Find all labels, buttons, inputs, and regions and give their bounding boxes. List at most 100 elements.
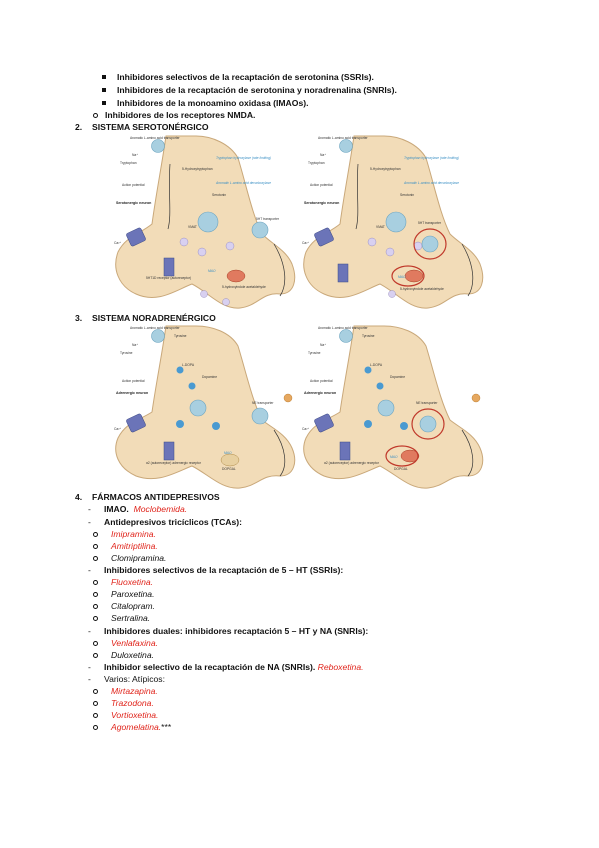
circle-bullet [93, 713, 98, 718]
svg-text:MAO: MAO [398, 275, 406, 279]
svg-text:Tryptophan hydroxylase (rate l: Tryptophan hydroxylase (rate limiting) [404, 156, 459, 160]
highlight-circle [411, 408, 445, 440]
svg-text:α2 (autoreceptor) adrenergic r: α2 (autoreceptor) adrenergic receptor [146, 461, 202, 465]
circle-bullet [93, 592, 98, 597]
drug-group: Varios: Atípicos: [104, 674, 165, 684]
svg-text:MAO: MAO [224, 451, 232, 455]
dash-bullet: - [88, 674, 91, 684]
list-item: Inhibidores de la monoamino oxidasa (IMA… [117, 98, 309, 108]
drug-name: Trazodona. [111, 698, 154, 708]
drug-item: Agomelatina.*** [111, 722, 171, 733]
circle-bullet [93, 701, 98, 706]
section-number: 3. [75, 313, 83, 323]
svg-text:Ca²⁺: Ca²⁺ [114, 241, 121, 245]
svg-text:Aromatic L-amino acid transpor: Aromatic L-amino acid transporter [318, 326, 369, 330]
drug-name: Clomipramina. [111, 553, 167, 563]
svg-text:Dopamine: Dopamine [202, 375, 217, 379]
svg-text:5HT transporter: 5HT transporter [418, 221, 442, 225]
dash-bullet: - [88, 662, 91, 672]
section-title: SISTEMA SEROTONÉRGICO [92, 122, 209, 132]
list-item: Inhibidores selectivos de la recaptación… [117, 72, 374, 82]
svg-text:Tryptophan: Tryptophan [120, 161, 137, 165]
highlight-circle [385, 445, 419, 467]
svg-text:L-DOPA: L-DOPA [182, 363, 195, 367]
svg-text:Aromatic L-amino acid transpor: Aromatic L-amino acid transporter [130, 136, 181, 140]
svg-text:Aromatic L-amino acid decarbox: Aromatic L-amino acid decarboxylase [403, 181, 459, 185]
svg-text:Na⁺: Na⁺ [132, 153, 138, 157]
svg-text:Aromatic L-amino acid transpor: Aromatic L-amino acid transporter [130, 326, 181, 330]
highlight-circle [391, 265, 425, 287]
section-number: 2. [75, 122, 83, 132]
svg-text:Adrenergic neuron: Adrenergic neuron [304, 391, 336, 395]
svg-text:α2 (autoreceptor) adrenergic r: α2 (autoreceptor) adrenergic receptor [324, 461, 380, 465]
svg-text:Na⁺: Na⁺ [320, 153, 326, 157]
drug-name: Duloxetina. [111, 650, 154, 660]
drug-name: Amitriptilina. [111, 541, 158, 551]
drug-name: Vortioxetina. [111, 710, 159, 720]
svg-text:Ca²⁺: Ca²⁺ [114, 427, 121, 431]
svg-text:5-Hydroxytryptophan: 5-Hydroxytryptophan [370, 167, 401, 171]
drug-name: Reboxetina. [317, 662, 364, 672]
svg-text:MAO: MAO [208, 269, 216, 273]
svg-text:DOPGAL: DOPGAL [394, 467, 408, 471]
svg-text:Tyrosine: Tyrosine [120, 351, 133, 355]
svg-text:NE transporter: NE transporter [252, 401, 274, 405]
circle-bullet [93, 556, 98, 561]
drug-name: Fluoxetina. [111, 577, 154, 587]
svg-text:Serotonin: Serotonin [400, 193, 414, 197]
drug-name: Moclobemida. [133, 504, 188, 514]
serotonin-diagram: Aromatic L-amino acid transporter Na⁺ Tr… [112, 134, 300, 314]
svg-text:VMAT: VMAT [376, 225, 385, 229]
dash-bullet: - [88, 626, 91, 636]
svg-text:5HT1D receptor (autoreceptor): 5HT1D receptor (autoreceptor) [146, 276, 191, 280]
drug-group: Inhibidores selectivos de la recaptación… [104, 565, 344, 575]
drug-name: Imipramina. [111, 529, 156, 539]
drug-name: Agomelatina. [111, 722, 162, 732]
drug-name: Mirtazapina. [111, 686, 158, 696]
circle-bullet [93, 532, 98, 537]
circle-bullet [93, 604, 98, 609]
transporter-icon [151, 139, 165, 153]
square-bullet [102, 75, 106, 79]
drug-group: IMAO. Moclobemida. [104, 504, 188, 514]
drug-name: Sertralina. [111, 613, 151, 623]
svg-text:Action potential: Action potential [310, 183, 333, 187]
svg-text:Na⁺: Na⁺ [320, 343, 326, 347]
svg-text:5-Hydroxytryptophan: 5-Hydroxytryptophan [182, 167, 213, 171]
circle-bullet [93, 725, 98, 730]
svg-text:Tryptophan: Tryptophan [308, 161, 325, 165]
svg-text:5-hydroxyindole acetaldehyde: 5-hydroxyindole acetaldehyde [400, 287, 444, 291]
asterisks: *** [161, 722, 172, 732]
circle-bullet [93, 641, 98, 646]
dash-bullet: - [88, 517, 91, 527]
circle-bullet [93, 689, 98, 694]
svg-text:Ca²⁺: Ca²⁺ [302, 427, 309, 431]
svg-text:Adrenergic neuron: Adrenergic neuron [116, 391, 148, 395]
drug-group: Inhibidor selectivo de la recaptación de… [104, 662, 364, 672]
drug-group: Antidepresivos tricíclicos (TCAs): [104, 517, 243, 527]
circle-bullet [93, 580, 98, 585]
list-item: Inhibidores de la recaptación de seroton… [117, 85, 397, 95]
svg-text:NE transporter: NE transporter [416, 401, 438, 405]
svg-text:VMAT: VMAT [188, 225, 197, 229]
svg-text:Serotonergic neuron: Serotonergic neuron [304, 201, 339, 205]
list-item: Inhibidores de los receptores NMDA. [105, 110, 256, 120]
svg-text:Serotonin: Serotonin [212, 193, 226, 197]
svg-text:Action potential: Action potential [122, 183, 145, 187]
svg-text:Na⁺: Na⁺ [132, 343, 138, 347]
svg-text:L-DOPA: L-DOPA [370, 363, 383, 367]
circle-bullet [93, 653, 98, 658]
svg-text:Serotonergic neuron: Serotonergic neuron [116, 201, 151, 205]
svg-text:Ca²⁺: Ca²⁺ [302, 241, 309, 245]
serotonin-diagram-highlighted: Aromatic L-amino acid transporter Na⁺ Tr… [300, 134, 488, 314]
drug-name: Paroxetina. [111, 589, 155, 599]
circle-bullet [93, 113, 98, 118]
svg-text:Aromatic L-amino acid decarbox: Aromatic L-amino acid decarboxylase [215, 181, 271, 185]
svg-text:Tryptophan hydroxylase (rate l: Tryptophan hydroxylase (rate limiting) [216, 156, 271, 160]
drug-group: Inhibidores duales: inhibidores recaptac… [104, 626, 369, 636]
highlight-circle [413, 228, 447, 260]
svg-text:Tyrosine: Tyrosine [308, 351, 321, 355]
svg-text:MAO: MAO [390, 455, 398, 459]
svg-text:DOPGAL: DOPGAL [222, 467, 236, 471]
circle-bullet [93, 616, 98, 621]
